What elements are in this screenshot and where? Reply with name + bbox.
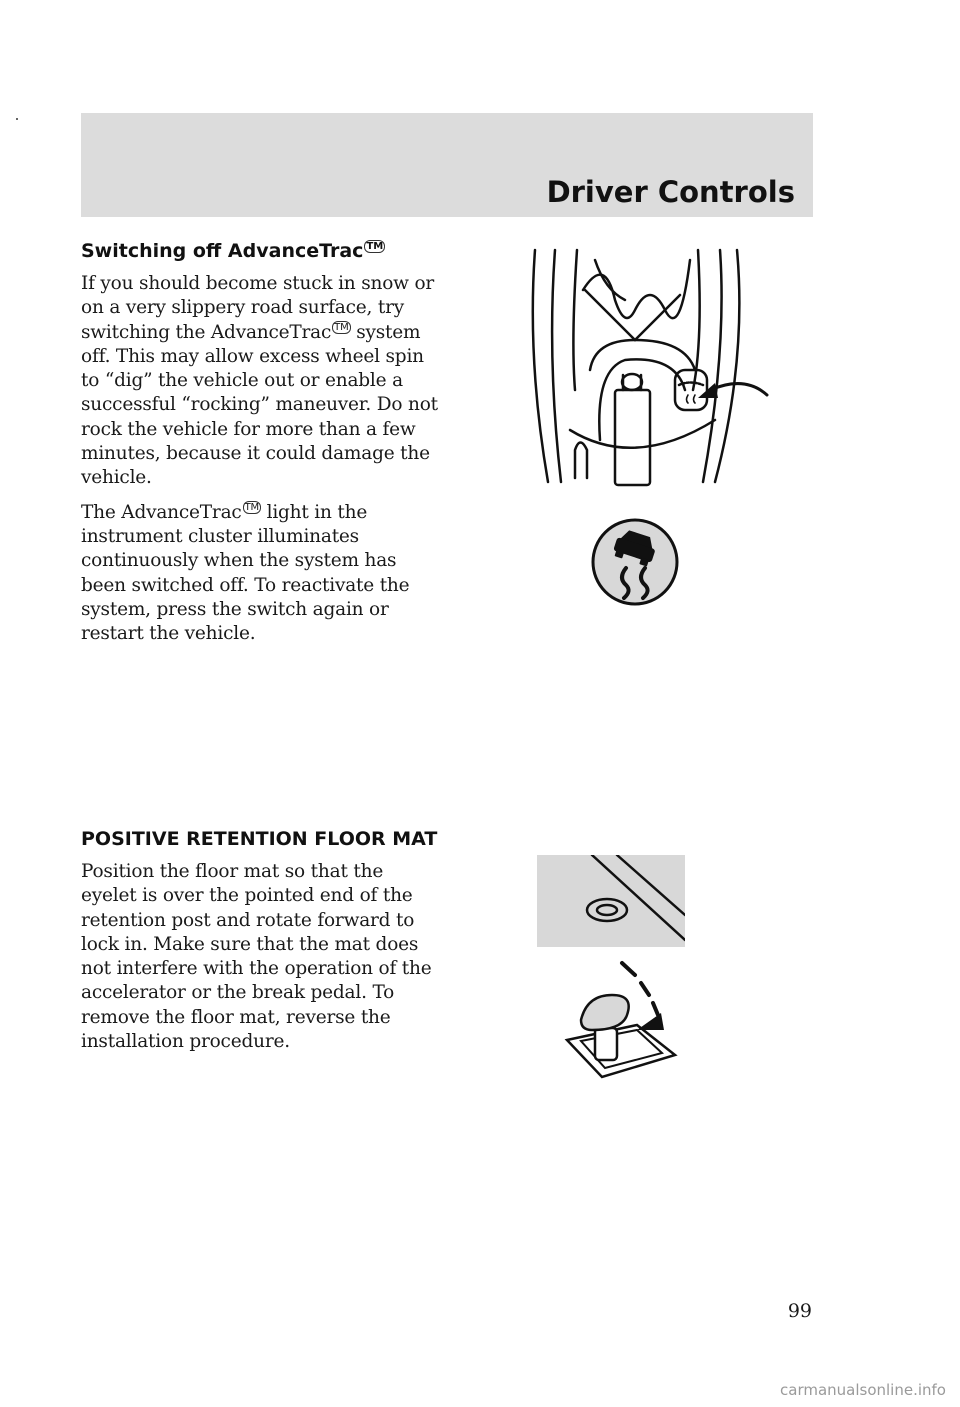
paragraph-floor-mat: Position the floor mat so that the eyele…	[81, 861, 432, 1053]
page-title: Driver Controls	[546, 175, 795, 209]
page-mark	[16, 118, 18, 120]
arrow-icon	[698, 383, 718, 398]
header-band: Driver Controls	[81, 113, 813, 217]
footer-watermark: carmanualsonline.info	[780, 1381, 946, 1399]
trademark-symbol: TM	[364, 240, 386, 253]
section-heading-floor-mat: POSITIVE RETENTION FLOOR MAT	[81, 828, 438, 850]
paragraph-stuck-in-snow: If you should become stuck in snow or on…	[81, 273, 438, 489]
section-floor-mat: POSITIVE RETENTION FLOOR MAT Position th…	[81, 828, 441, 1064]
floor-mat-retention-illustration	[537, 855, 685, 1079]
console-outline	[531, 248, 550, 484]
advancetrac-warning-light-icon	[591, 518, 679, 606]
page-number: 99	[787, 1300, 812, 1322]
arrow-icon	[637, 1013, 664, 1030]
console-switch-illustration	[531, 248, 769, 487]
trademark-symbol: TM	[242, 500, 261, 514]
trademark-symbol: TM	[332, 320, 351, 334]
